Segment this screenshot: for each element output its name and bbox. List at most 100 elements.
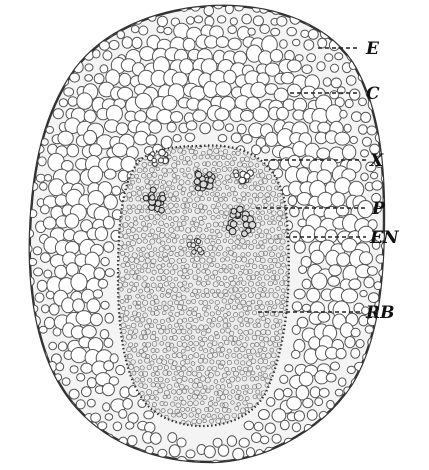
cortex-cell [64, 88, 74, 96]
cortex-cell [20, 171, 28, 180]
cortex-cell [307, 410, 317, 420]
cortex-cell [351, 328, 360, 337]
cortex-cell [388, 136, 398, 147]
cortex-cell [116, 123, 128, 135]
cortex-cell [87, 399, 95, 407]
cortex-cell [101, 301, 109, 309]
cortex-cell [323, 78, 331, 86]
cortex-cell [36, 446, 46, 455]
cortex-cell [35, 293, 44, 302]
cortex-cell [65, 214, 79, 228]
cortex-cell [58, 342, 67, 351]
cortex-cell [317, 19, 325, 27]
cortex-cell [376, 112, 385, 121]
cortex-cell [317, 148, 330, 159]
cortex-cell [20, 102, 27, 109]
cortex-cell [45, 6, 52, 13]
cortex-cell [355, 43, 362, 51]
cortex-cell [331, 362, 340, 370]
cortex-cell [252, 145, 261, 155]
cortex-cell [93, 290, 102, 298]
cortex-cell [274, 389, 284, 400]
cortex-cell [193, 110, 206, 122]
cortex-cell [162, 96, 177, 111]
cortex-cell [77, 93, 93, 109]
label-endodermis: EN [369, 228, 400, 248]
cortex-cell [101, 258, 109, 266]
cortex-cell [341, 16, 350, 25]
cortex-cell [277, 107, 289, 120]
cortex-cell [56, 434, 64, 442]
cortex-cell [317, 62, 325, 71]
cortex-cell [135, 93, 151, 109]
cortex-cell [139, 26, 148, 35]
cortex-cell [154, 462, 162, 470]
cortex-cell [46, 291, 54, 299]
cortex-cell [388, 375, 398, 385]
cortex-cell [329, 265, 341, 276]
cortex-cell [73, 299, 85, 312]
cortex-cell [294, 241, 305, 253]
cortex-cell [128, 436, 137, 446]
xylem-vessel [196, 239, 200, 243]
cortex-cell [260, 436, 268, 444]
cortex-cell [144, 411, 154, 419]
cortex-cell [44, 270, 52, 278]
cortex-cell [347, 366, 355, 373]
cortex-cell [254, 422, 263, 431]
cortex-cell [366, 16, 375, 24]
cortex-cell [62, 378, 70, 386]
cortex-cell [302, 279, 311, 289]
cortex-cell [288, 155, 300, 167]
cortex-cell [332, 1, 339, 8]
cortex-cell [76, 400, 85, 409]
cortex-cell [104, 361, 114, 371]
cortex-cell [103, 217, 114, 229]
cortex-cell [41, 400, 51, 409]
cortex-cell [53, 109, 63, 119]
cortex-cell [100, 65, 108, 73]
cortex-cell [377, 400, 386, 408]
cortex-cell [94, 2, 104, 12]
cortex-cell [38, 157, 46, 166]
cortex-cell [22, 26, 30, 34]
label-epidermis: E [365, 39, 380, 59]
xylem-vessel [197, 247, 202, 252]
cortex-cell [119, 73, 131, 86]
cortex-cell [351, 378, 361, 387]
cortex-cell [359, 125, 368, 135]
cortex-cell [81, 6, 90, 15]
cortex-cell [101, 449, 110, 457]
cortex-cell [292, 423, 300, 432]
cortex-cell [99, 17, 108, 26]
cortex-cell [386, 14, 396, 24]
cortex-cell [119, 410, 127, 419]
cortex-cell [31, 51, 39, 58]
cortex-cell [77, 374, 85, 382]
cortex-cell [200, 123, 211, 134]
cortex-cell [356, 458, 365, 468]
cortex-cell [279, 448, 288, 457]
cortex-cell [51, 422, 60, 430]
cortex-cell [47, 457, 56, 466]
xylem-vessel [159, 149, 166, 156]
cortex-cell [88, 166, 103, 183]
phloem-cell [194, 179, 200, 185]
cortex-cell [294, 289, 305, 299]
cortex-cell [90, 313, 102, 325]
cortex-cell [104, 242, 114, 252]
cortex-cell [19, 125, 28, 135]
cortex-cell [69, 414, 78, 423]
cortex-cell [372, 74, 380, 82]
cortex-cell [21, 267, 28, 275]
cortex-cell [22, 435, 30, 444]
cortex-cell [113, 422, 122, 431]
cortex-cell [287, 27, 297, 35]
cortex-cell [368, 29, 376, 38]
cortex-cell [131, 26, 139, 33]
cortex-cell [24, 245, 32, 253]
cortex-cell [22, 198, 32, 207]
cortex-cell [70, 51, 77, 58]
cortex-cell [258, 410, 269, 420]
cortex-cell [34, 268, 43, 276]
